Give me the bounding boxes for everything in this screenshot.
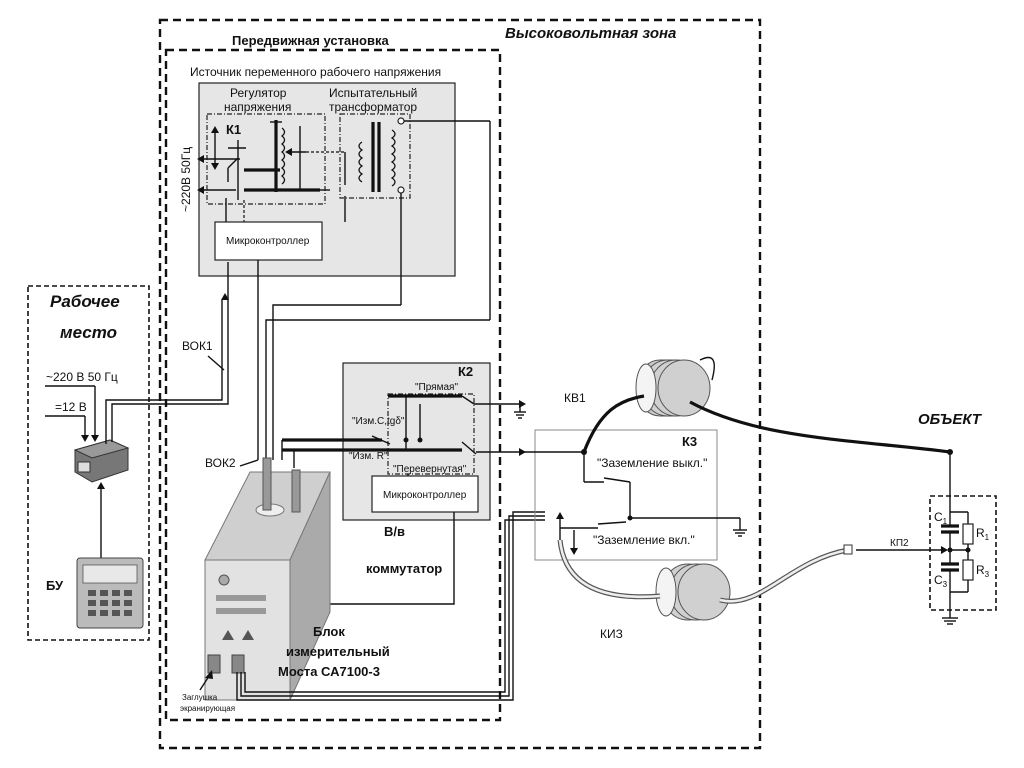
meas-r-label: "Изм. R" bbox=[349, 451, 388, 462]
shield-plug-label-line1: Заглушка bbox=[182, 693, 218, 702]
measuring-unit-device bbox=[204, 457, 331, 701]
bu-remote bbox=[76, 482, 144, 629]
kv1-cable bbox=[582, 394, 951, 454]
k1-label: К1 bbox=[226, 122, 241, 137]
workplace-ac-label: ~220 В 50 Гц bbox=[46, 370, 118, 384]
vok1-label: ВОК1 bbox=[182, 339, 213, 353]
high-voltage-zone-title: Высоковольтная зона bbox=[505, 25, 676, 42]
object-schematic bbox=[856, 449, 974, 625]
r1-label: R1 bbox=[976, 526, 990, 542]
vok2-label: ВОК2 bbox=[205, 456, 236, 470]
microcontroller-2-label: Микроконтроллер bbox=[383, 490, 467, 501]
measuring-unit-label-line1: Блок bbox=[313, 624, 345, 639]
interface-converter bbox=[73, 439, 130, 483]
test-transformer-label-line1: Испытательный bbox=[329, 86, 417, 100]
c1-label: C1 bbox=[934, 510, 948, 526]
workplace-power-wires bbox=[45, 385, 99, 442]
meas-c-tg-label: "Изм.C,tgδ" bbox=[352, 416, 405, 427]
measuring-unit-label-line3: Моста СА7100-3 bbox=[278, 664, 380, 679]
microcontroller-1-wires bbox=[227, 196, 346, 460]
ground-on-label: "Заземление вкл." bbox=[593, 533, 695, 547]
hv-switch-label-line2: коммутатор bbox=[366, 561, 442, 576]
kiz-label: КИЗ bbox=[600, 627, 623, 641]
inverted-label: "Перевернутая" bbox=[393, 464, 467, 475]
bu-label: БУ bbox=[46, 578, 64, 593]
workplace-title-line2: место bbox=[60, 323, 117, 342]
ground-off-label: "Заземление выкл." bbox=[597, 456, 707, 470]
measuring-coax-run bbox=[236, 511, 545, 701]
kiz-reel bbox=[655, 563, 731, 621]
mobile-unit-frame bbox=[164, 48, 502, 722]
shield-plug-arrow bbox=[205, 670, 213, 679]
kiz-cable bbox=[557, 539, 853, 604]
k3-label: К3 bbox=[682, 434, 697, 449]
microcontroller-2-box bbox=[371, 475, 479, 513]
high-voltage-zone-frame bbox=[158, 18, 762, 750]
object-label: ОБЪЕКТ bbox=[918, 411, 983, 428]
vok1-fiber bbox=[105, 293, 229, 444]
regulator-schematic bbox=[225, 120, 345, 222]
mains-input-wires bbox=[197, 126, 240, 194]
object-dashed-box bbox=[929, 495, 997, 611]
microcontroller-1-label: Микроконтроллер bbox=[226, 236, 310, 247]
hv-switch-label-line1: В/в bbox=[384, 524, 405, 539]
kv1-label: КВ1 bbox=[564, 391, 586, 405]
vok2-leader bbox=[239, 459, 259, 467]
microcontroller-1-box bbox=[214, 221, 323, 261]
workplace-frame bbox=[27, 285, 150, 641]
voltage-regulator-label-line1: Регулятор bbox=[230, 86, 287, 100]
transformer-dashed-box bbox=[339, 113, 411, 199]
test-transformer-schematic bbox=[320, 117, 491, 320]
workplace-title-line1: Рабочее bbox=[50, 292, 120, 311]
shield-plug-label-line2: экранирующая bbox=[180, 704, 235, 713]
measuring-unit-label-line2: измерительный bbox=[286, 644, 390, 659]
k2-label: К2 bbox=[458, 364, 473, 379]
hv-switch-contacts bbox=[282, 394, 526, 480]
k3-panel bbox=[534, 429, 718, 561]
mobile-unit-title: Передвижная установка bbox=[232, 33, 390, 48]
ac-source-title: Источник переменного рабочего напряжения bbox=[190, 65, 441, 79]
kp2-label: КП2 bbox=[890, 538, 909, 549]
kv1-reel bbox=[635, 356, 715, 417]
voltage-regulator-label-line2: напряжения bbox=[224, 100, 291, 114]
vok1-leader bbox=[207, 355, 225, 371]
switch-dashed-box bbox=[387, 393, 475, 475]
r3-label: R3 bbox=[976, 563, 990, 579]
c3-label: C3 bbox=[934, 573, 948, 589]
direct-label: "Прямая" bbox=[415, 382, 458, 393]
test-transformer-label-line2: трансформатор bbox=[329, 100, 417, 114]
mains-input-label: ~220В 50Гц bbox=[179, 147, 193, 212]
workplace-dc-label: =12 В bbox=[55, 400, 87, 414]
